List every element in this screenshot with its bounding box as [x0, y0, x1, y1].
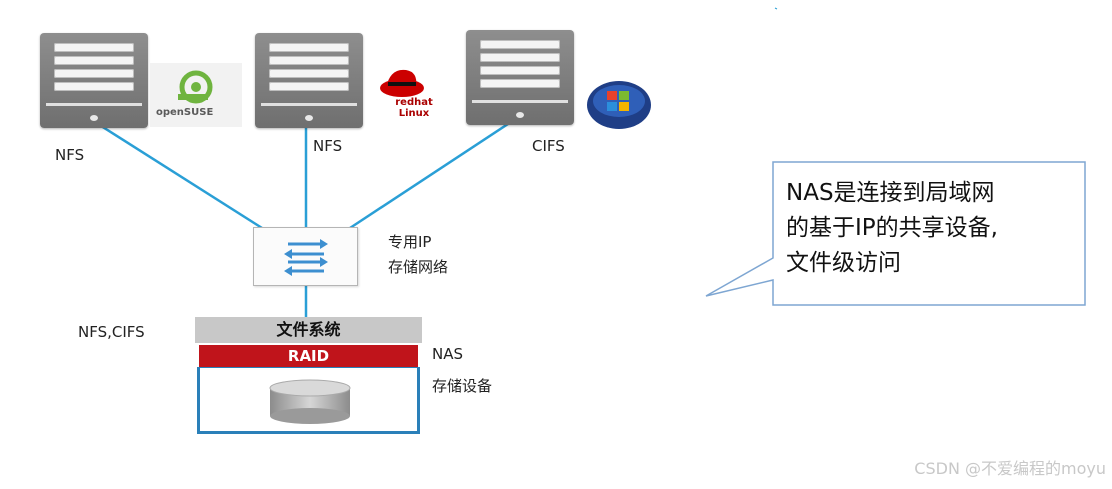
link-opensuse-switch [97, 122, 263, 230]
nas-device-label-line2: 存储设备 [432, 377, 493, 395]
switch-arrows-icon [284, 239, 328, 276]
top-mark [774, 7, 778, 10]
opensuse-logo: openSUSE [150, 63, 242, 127]
opensuse-chameleon-icon [178, 70, 213, 104]
redhat-hat-icon [380, 69, 424, 97]
callout-line-2: 的基于IP的共享设备, [786, 215, 998, 241]
redhat-linux-logo: redhat Linux [372, 64, 444, 120]
server-opensuse [40, 33, 148, 128]
csdn-watermark: CSDN @不爱编程的moyu [914, 459, 1106, 478]
callout-text: NAS是连接到局域网 的基于IP的共享设备, 文件级访问 [786, 176, 998, 281]
server-redhat [255, 33, 363, 128]
redhat-logo-text: redhat Linux [395, 97, 433, 119]
windows-logo [583, 77, 657, 131]
switch-label-line1: 专用IP [388, 233, 432, 251]
nas-storage-body [197, 367, 420, 434]
server-2-protocol-label: NFS [313, 137, 343, 155]
raid-layer: RAID [199, 345, 418, 367]
callout-line-1: NAS是连接到局域网 [786, 180, 995, 206]
switch-label-line2: 存储网络 [388, 258, 449, 276]
opensuse-logo-text: openSUSE [156, 107, 214, 118]
nas-protocol-label: NFS,CIFS [78, 323, 145, 341]
server-1-protocol-label: NFS [55, 146, 85, 164]
callout-shape [705, 161, 1086, 306]
callout-line-3: 文件级访问 [786, 250, 901, 276]
nas-device-label-line1: NAS [432, 345, 464, 363]
filesystem-layer: 文件系统 [195, 317, 422, 343]
link-windows-switch [349, 118, 515, 230]
ip-storage-switch [253, 227, 358, 286]
disk-cylinder-icon [269, 379, 351, 424]
server-windows [466, 30, 574, 125]
server-3-protocol-label: CIFS [532, 137, 565, 155]
windows-orb-icon [587, 81, 651, 129]
